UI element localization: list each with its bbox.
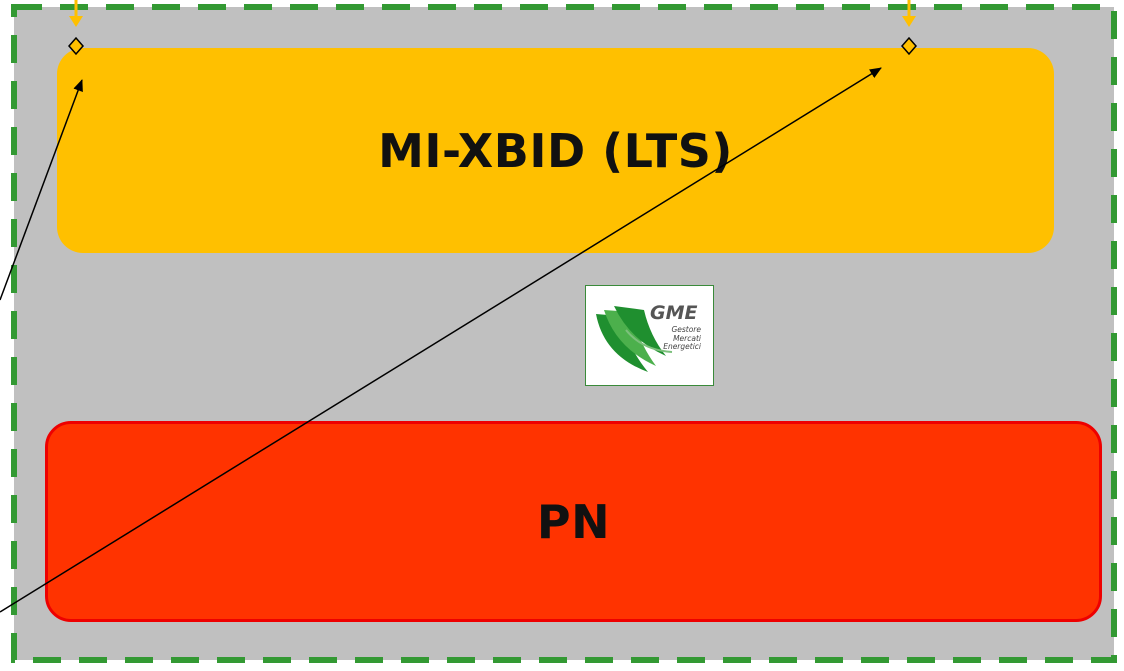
pn-label: PN bbox=[536, 494, 611, 549]
pn-box[interactable]: PN bbox=[45, 421, 1102, 622]
gme-logo: GME Gestore Mercati Energetici bbox=[585, 285, 714, 386]
gme-logo-title: GME bbox=[650, 302, 698, 324]
gme-logo-line-3: Energetici bbox=[663, 342, 701, 351]
gme-logo-subtitle: Gestore Mercati Energetici bbox=[663, 325, 701, 352]
mi-xbid-box[interactable]: MI-XBID (LTS) bbox=[57, 48, 1054, 253]
mi-xbid-label: MI-XBID (LTS) bbox=[378, 123, 733, 178]
